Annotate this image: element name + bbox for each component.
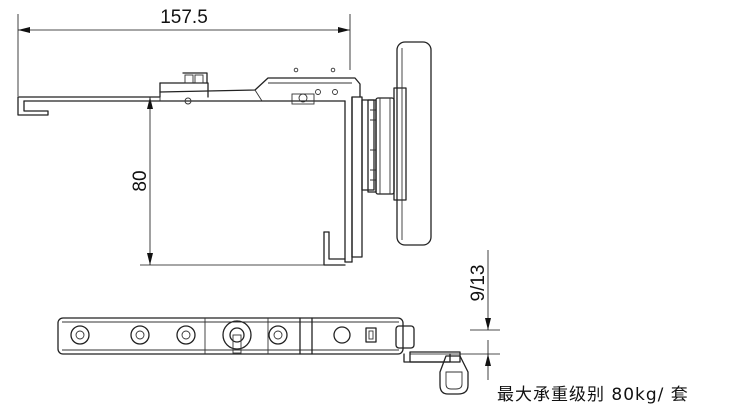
dimension-offset-label: 9/13 xyxy=(468,265,489,302)
dimension-offset: 9/13 xyxy=(410,250,500,380)
screw-hole xyxy=(130,325,150,345)
dimension-width-label: 157.5 xyxy=(160,7,208,28)
adjustment-screw xyxy=(222,320,252,354)
max-load-caption: 最大承重级别 80kg/ 套 xyxy=(497,385,689,405)
dimension-height-label: 80 xyxy=(130,170,151,191)
screw-hole xyxy=(176,325,196,345)
dimension-width: 157.5 xyxy=(17,7,351,96)
screw-hole xyxy=(70,325,90,345)
dimension-height: 80 xyxy=(130,96,345,266)
screw-hole xyxy=(268,325,288,345)
screw-hole xyxy=(333,326,351,344)
hinge-top-view xyxy=(57,317,469,395)
hinge-side-view xyxy=(17,41,432,266)
